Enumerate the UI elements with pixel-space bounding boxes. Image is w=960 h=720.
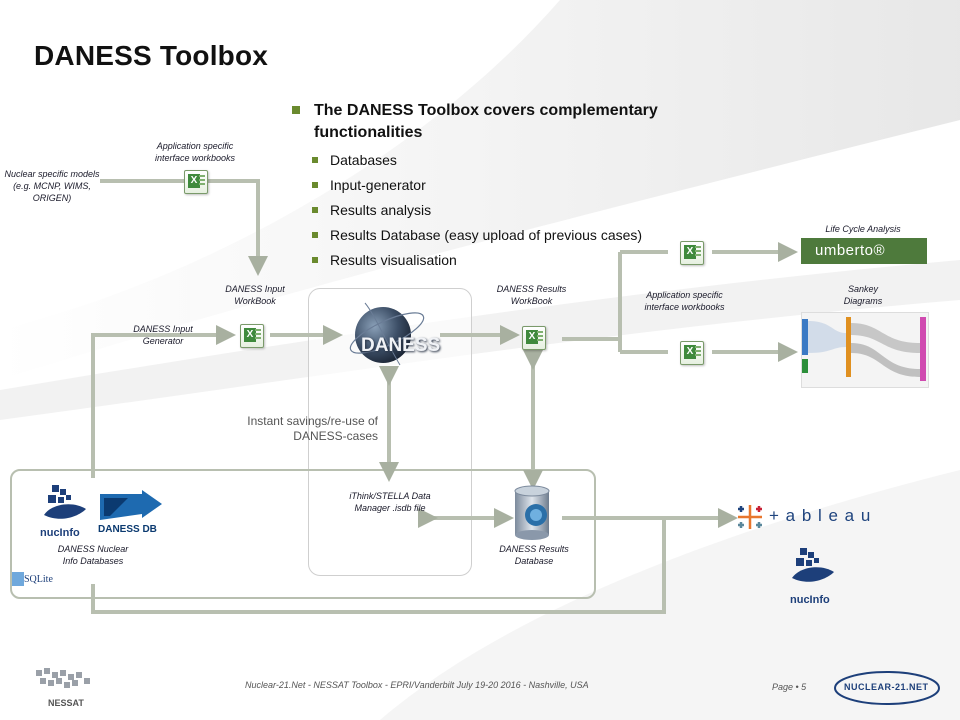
- excel-icon: X: [522, 326, 546, 350]
- tableau-logo: + a b l e a u: [735, 502, 885, 532]
- footer-citation: Nuclear-21.Net - NESSAT Toolbox - EPRI/V…: [245, 680, 589, 690]
- nucinfo-icon: [792, 548, 834, 582]
- bullet-item: Input-generator: [290, 177, 710, 194]
- sqlite-icon: [12, 572, 24, 586]
- nucinfo-text: nucInfo: [790, 594, 830, 606]
- excel-icon: X: [240, 324, 264, 348]
- arrow-nucinfo-to-tableau: [91, 518, 666, 614]
- arrow-generator-to-input: [91, 325, 236, 478]
- sankey-thumbnail: [801, 312, 929, 388]
- bullet-item: Results visualisation: [290, 252, 710, 269]
- label-instant-savings: Instant savings/re-use of DANESS-cases: [247, 414, 378, 443]
- orbit-icon: [834, 671, 940, 705]
- excel-icon: X: [680, 341, 704, 365]
- label-results-database: DANESS Results Database: [499, 544, 569, 566]
- daness-db-logo: DANESS DB: [98, 490, 164, 538]
- label-results-workbook: DANESS Results WorkBook: [496, 284, 567, 306]
- tableau-cross-icon: [738, 505, 762, 529]
- nuclear21-text: NUCLEAR-21.NET: [844, 682, 929, 692]
- nucinfo-icon: [44, 485, 86, 519]
- nucinfo-logo: nucInfo: [38, 483, 93, 541]
- nessat-text: NESSAT: [48, 698, 84, 708]
- databases-group-box: [10, 469, 596, 599]
- daness-logo-text: DANESS: [361, 335, 441, 356]
- excel-icon: X: [184, 170, 208, 194]
- daness-logo: DANESS: [345, 295, 440, 373]
- arrow-results-split: [562, 250, 668, 354]
- globe-icon: [349, 302, 425, 366]
- nessat-logo: NESSAT: [32, 664, 102, 714]
- label-lca: Life Cycle Analysis: [825, 224, 901, 234]
- label-input-generator: DANESS Input Generator: [133, 324, 193, 346]
- excel-icon: X: [680, 241, 704, 265]
- label-input-workbook: DANESS Input WorkBook: [225, 284, 285, 306]
- label-nuclear-models: Nuclear specific models (e.g. MCNP, WIMS…: [4, 169, 100, 203]
- bullet-item: Results analysis: [290, 202, 710, 219]
- page-title: DANESS Toolbox: [34, 40, 269, 71]
- page-number: Page • 5: [772, 682, 807, 692]
- sqlite-text: SQLite: [24, 574, 53, 585]
- label-sankey: Sankey Diagrams: [843, 284, 883, 306]
- sqlite-logo: SQLite: [12, 572, 53, 586]
- label-data-manager: iThink/STELLA Data Manager .isdb file: [349, 491, 431, 513]
- arrow-models-to-input: [100, 179, 268, 276]
- nucinfo-text: nucInfo: [40, 527, 80, 539]
- bullet-list: The DANESS Toolbox covers complementary …: [290, 100, 710, 269]
- nucinfo-logo-right: nucInfo: [786, 546, 841, 608]
- daness-db-text: DANESS DB: [98, 524, 157, 535]
- bullet-item: Databases: [290, 152, 710, 169]
- label-app-workbooks-top: Application specific interface workbooks: [154, 141, 236, 163]
- bullet-main: The DANESS Toolbox covers complementary …: [290, 100, 710, 144]
- nessat-mesh-icon: [36, 668, 90, 688]
- sankey-diagram-image: [802, 317, 926, 381]
- tableau-text: + a b l e a u: [769, 506, 872, 525]
- arrow-icon: [100, 490, 162, 520]
- database-icon: [514, 485, 550, 540]
- nuclear21-logo: NUCLEAR-21.NET: [832, 668, 942, 708]
- label-nuclear-info-db: DANESS Nuclear Info Databases: [57, 544, 129, 566]
- label-app-workbooks-right: Application specific interface workbooks: [644, 290, 725, 312]
- bullet-item: Results Database (easy upload of previou…: [290, 227, 710, 244]
- umberto-logo: umberto®: [801, 238, 927, 264]
